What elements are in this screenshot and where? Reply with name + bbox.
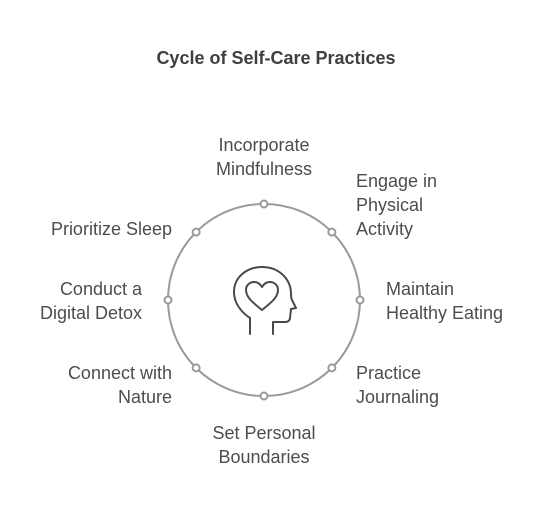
cycle-node-5	[259, 391, 269, 401]
practice-label-prioritize-sleep: Prioritize Sleep	[50, 219, 172, 239]
practice-label-set-personal-boundaries: Set Personal Boundaries	[212, 423, 316, 467]
practice-label-maintain-healthy-eating: Maintain Healthy Eating	[386, 279, 504, 323]
diagram-title: Cycle of Self-Care Practices	[156, 48, 396, 68]
cycle-node-8	[191, 227, 201, 237]
practice-label-connect-with-nature: Connect with Nature	[67, 363, 172, 407]
cycle-node-7	[163, 295, 173, 305]
practice-label-engage-in-physical-activity: Engage in Physical Activity	[356, 171, 438, 239]
cycle-node-6	[191, 363, 201, 373]
cycle-node-3	[355, 295, 365, 305]
head-heart-icon	[233, 266, 297, 335]
practice-label-practice-journaling: Practice Journaling	[356, 363, 440, 407]
cycle-node-4	[327, 363, 337, 373]
practice-label-incorporate-mindfulness: Incorporate Mindfulness	[215, 135, 313, 179]
practice-label-conduct-a-digital-detox: Conduct a Digital Detox	[39, 279, 142, 323]
cycle-node-1	[259, 199, 269, 209]
cycle-node-2	[327, 227, 337, 237]
